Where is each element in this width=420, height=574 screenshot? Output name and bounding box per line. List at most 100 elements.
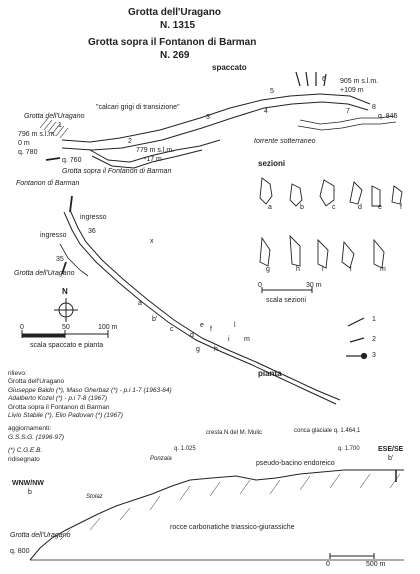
profile-num-7: 7 [346,108,350,115]
profile-fontanon: Fontanon di Barman [16,180,80,187]
profile-label-calcari: "calcari grigi di transizione" [96,104,180,111]
profile-passage-upper [61,93,371,143]
profile-right-b: b' [388,455,394,462]
legend-3: 3 [372,352,376,359]
profile-heading: spaccato [212,63,247,72]
plan-35: 35 [56,256,64,263]
plan-scale-0: 0 [20,324,24,331]
terrain-1700: q. 1.700 [338,446,360,452]
plan-letter-f: f [210,326,212,333]
plan-scale-50: 50 [62,324,70,331]
plan-passage-main [63,211,337,405]
section-a: a [268,204,272,211]
north-label: N [62,287,68,296]
sections-scale-0: 0 [258,282,262,289]
profile-passage-branch [89,139,221,163]
terrain-1025: q. 1.025 [174,446,196,452]
terrain-scale-500: 500 m [366,561,386,568]
plan-letter-e: e [200,322,204,329]
profile-q780: q. 780 [18,149,38,156]
profile-q845: q. 845 [378,113,398,120]
profile-num-1: 1 [58,122,62,129]
terrain-uragano: Grotta dell'Uragano [10,532,71,539]
terrain-ponzala: Ponzala [150,456,172,462]
terrain-hatching [59,473,401,541]
profile-m17: -17 m [144,156,162,163]
profile-elev-top: 905 m s.l.m. [340,78,379,85]
credits-line2: Giuseppe Baldo (*), Maso Gherbaz (*) - p… [8,386,172,394]
terrain-profile [29,469,404,561]
plan-letter-h: h [214,346,218,353]
terrain-glaciale: conca glaciale q. 1.464,1 [294,428,361,434]
credits-gssg: G.S.S.G. (1996-97) [8,433,64,441]
cross-sections [259,177,403,269]
profile-label-uragano: Grotta dell'Uragano [24,113,85,120]
profile-779: 779 m s.l.m. [136,147,175,154]
profile-left-dir: WNW/NW [12,480,44,487]
plan-scale-100: 100 m [98,324,118,331]
plan-label-uragano: Grotta dell'Uragano [14,270,75,277]
section-l: l [350,266,352,273]
plan-letter-m: m [244,336,250,343]
section-h: h [296,266,300,273]
plan-letter-b: b' [152,316,158,323]
profile-passage-lower [61,101,369,151]
plan-letter-a: a [138,300,142,307]
terrain-q800: q. 800 [10,548,30,555]
section-d: d [358,204,362,211]
terrain-bacino: pseudo-bacino endoreico [256,460,335,467]
plan-ingresso-2: ingresso [40,232,67,239]
profile-torrente: torrente sotterraneo [254,138,316,145]
plan-letter-c: c [170,326,174,333]
section-b: b [300,204,304,211]
profile-slope-hatching [39,117,69,139]
profile-q760: q. 760 [62,157,82,164]
catasto-uragano: N. 1315 [160,20,196,31]
plan-letter-i: i [228,336,230,343]
terrain-rocce: rocce carbonatiche triassico-giurassiche [170,524,295,531]
plan-passage-entrance [59,243,89,277]
legend-1: 1 [372,316,376,323]
credits-line4: Grotta sopra il Fontanon di Barman [8,403,110,411]
terrain-stolaz: Stolaz [86,494,103,500]
profile-num-4: 4 [264,108,268,115]
plan-heading: pianta [258,369,282,378]
plan-x: x [150,238,154,245]
plan-scale-label: scala spaccato e pianta [30,342,104,349]
profile-left-b: b [28,489,32,496]
plan-passage-main2 [69,209,341,401]
plan-letter-l: l [234,322,236,329]
section-e: e [378,204,382,211]
sections-scale-label: scala sezioni [266,297,307,304]
profile-elev-top2: +109 m [340,87,364,94]
credits-line1: Grotta dell'Uragano [8,378,65,386]
profile-0m: 0 m [18,140,30,147]
credits-line3: Adalberto Kozel (*) - p.i 7-8 (1967) [8,395,107,403]
profile-stream2 [297,121,397,131]
plan-scale-bar [21,330,109,338]
profile-796: 796 m s.l.m. [18,131,57,138]
section-f: f [400,204,402,211]
credits-rilievo: rilievo: [8,370,27,377]
legend-symbols [346,317,368,360]
profile-num-2: 2 [128,138,132,145]
plan-ingresso-1: ingresso [80,214,107,221]
profile-num-8: 8 [372,104,376,111]
section-g: g [266,266,270,273]
north-arrow [54,298,78,322]
profile-stream [299,115,396,125]
credits-agg: aggiornamenti: [8,425,51,433]
terrain-scale-0: 0 [326,561,330,568]
profile-passage-branch2 [91,149,203,169]
profile-num-6: 6 [322,76,326,83]
legend-2: 2 [372,336,376,343]
profile-num-5: 5 [270,88,274,95]
section-m: m [380,266,386,273]
section-c: c [332,204,336,211]
catasto-sopra-fontanon: N. 269 [160,50,190,61]
profile-sopra: Grotta sopra il Fontanon di Barman [62,168,172,175]
title-sopra-fontanon: Grotta sopra il Fontanon di Barman [88,37,257,48]
profile-right-dir: ESE/SE [378,446,404,453]
profile-arrows [295,71,327,87]
